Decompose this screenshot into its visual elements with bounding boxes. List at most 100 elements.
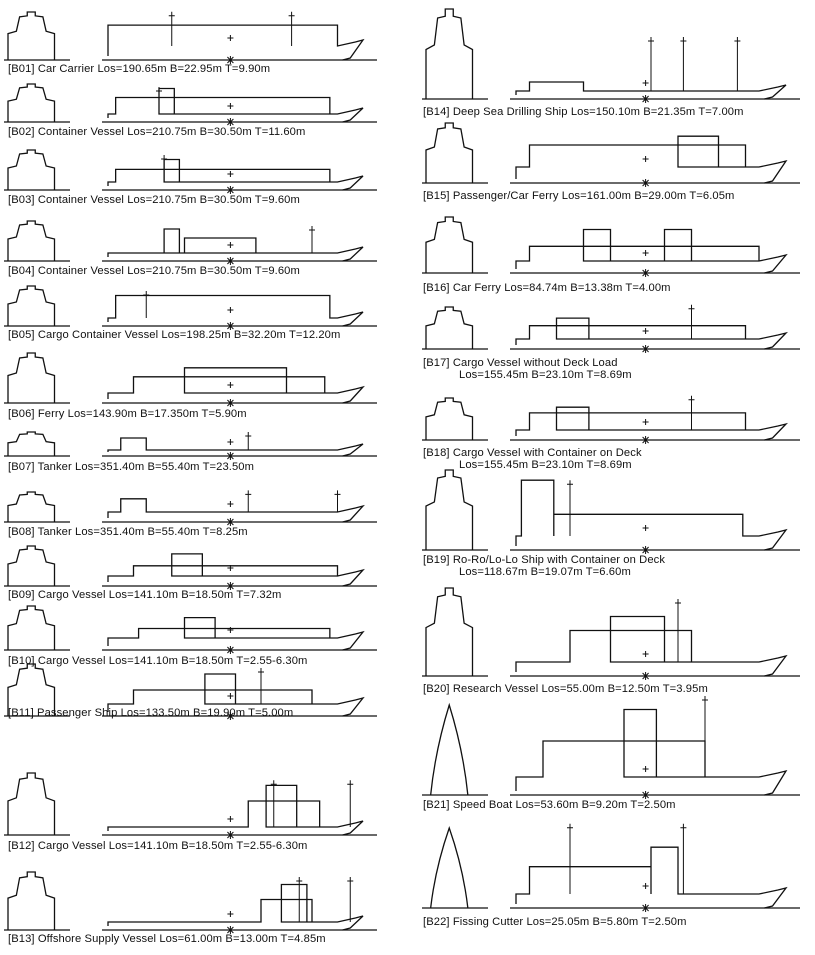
ship-id: [B12]	[8, 840, 35, 852]
mast	[335, 490, 341, 512]
front-view-outline	[426, 470, 473, 550]
side-view-outline	[516, 617, 786, 677]
mast	[680, 824, 686, 894]
ship-caption: [B05] Cargo Container Vessel Los=198.25m…	[8, 329, 340, 341]
ship-dimensions: Los=351.40m B=55.40m T=8.25m	[75, 526, 248, 538]
mast	[309, 226, 315, 253]
ship-id: [B17]	[423, 357, 450, 369]
centre-of-gravity-marker	[643, 525, 649, 531]
ship-dimensions: Los=55.00m B=12.50m T=3.95m	[541, 683, 708, 695]
ship-name: Car Carrier	[34, 63, 98, 75]
front-view-outline	[8, 492, 55, 522]
ship-name: Research Vessel	[449, 683, 542, 695]
waterline-centre-marker	[643, 904, 649, 912]
ship-caption: [B06] Ferry Los=143.90m B=17.350m T=5.90…	[8, 408, 247, 420]
ship-id: [B02]	[8, 126, 35, 138]
ship-dimensions: Los=210.75m B=30.50m T=9.60m	[127, 194, 300, 206]
mast	[156, 87, 162, 114]
ship-caption: [B16] Car Ferry Los=84.74m B=13.38m T=4.…	[423, 282, 671, 294]
front-view-outline	[8, 872, 55, 930]
ship-dimensions: Los=210.75m B=30.50m T=9.60m	[127, 265, 300, 277]
centre-of-gravity-marker	[643, 419, 649, 425]
ship-dimensions: Los=155.45m B=23.10m T=8.69m	[459, 459, 632, 471]
ship-id: [B22]	[423, 916, 450, 928]
waterline-centre-marker	[643, 436, 649, 444]
mast	[169, 12, 175, 46]
centre-of-gravity-marker	[227, 501, 233, 507]
side-view-outline	[108, 885, 363, 931]
side-view-outline	[516, 82, 786, 99]
side-view-outline	[108, 554, 363, 586]
front-view-outline	[8, 286, 55, 326]
ship-id: [B09]	[8, 589, 35, 601]
ship-name: Car Ferry	[449, 282, 505, 294]
mast	[734, 37, 740, 91]
ship-name: Passenger/Car Ferry	[449, 190, 562, 202]
ship-dimensions: Los=190.65m B=22.95m T=9.90m	[97, 63, 271, 75]
ship-id: [B04]	[8, 265, 35, 277]
waterline-centre-marker	[227, 831, 233, 839]
ship-dimensions: Los=84.74m B=13.38m T=4.00m	[504, 282, 671, 294]
side-view-outline	[516, 230, 786, 274]
ship-name: Cargo Container Vessel	[34, 329, 162, 341]
side-view-outline	[108, 499, 363, 522]
ship-caption: [B13] Offshore Supply Vessel Los=61.00m …	[8, 933, 326, 945]
ship-name: Container Vessel	[34, 194, 128, 206]
centre-of-gravity-marker	[643, 651, 649, 657]
mast	[271, 780, 277, 827]
ship-name: Speed Boat	[449, 799, 516, 811]
ship-id: [B16]	[423, 282, 450, 294]
mast	[245, 432, 251, 450]
ship-dimensions: Los=161.00m B=29.00m T=6.05m	[561, 190, 735, 202]
mast	[680, 37, 686, 91]
ship-name: Passenger Ship	[33, 707, 121, 719]
ship-caption: [B19] Ro-Ro/Lo-Lo Ship with Container on…	[423, 554, 665, 578]
ship-caption: [B15] Passenger/Car Ferry Los=161.00m B=…	[423, 190, 734, 202]
ship-caption: [B14] Deep Sea Drilling Ship Los=150.10m…	[423, 106, 744, 118]
ship-caption: [B22] Fissing Cutter Los=25.05m B=5.80m …	[423, 916, 687, 928]
ship-dimensions: Los=141.10m B=18.50m T=2.55-6.30m	[108, 840, 308, 852]
ship-caption: [B09] Cargo Vessel Los=141.10m B=18.50m …	[8, 589, 281, 601]
centre-of-gravity-marker	[227, 816, 233, 822]
mast	[567, 824, 573, 894]
ship-dimensions: Los=155.45m B=23.10m T=8.69m	[459, 369, 632, 381]
ship-id: [B13]	[8, 933, 35, 945]
mast	[648, 37, 654, 91]
ship-caption: [B20] Research Vessel Los=55.00m B=12.50…	[423, 683, 708, 695]
ship-dimensions: Los=118.67m B=19.07m T=6.60m	[459, 566, 631, 578]
side-view-outline	[108, 368, 363, 403]
mast	[347, 877, 353, 922]
centre-of-gravity-marker	[227, 911, 233, 917]
centre-of-gravity-marker	[643, 766, 649, 772]
waterline-centre-marker	[227, 399, 233, 407]
ship-caption: [B03] Container Vessel Los=210.75m B=30.…	[8, 194, 300, 206]
front-view-outline	[426, 307, 473, 349]
waterline-centre-marker	[227, 518, 233, 526]
ship-dimensions: Los=351.40m B=55.40m T=23.50m	[75, 461, 255, 473]
waterline-centre-marker	[643, 95, 649, 103]
centre-of-gravity-marker	[643, 328, 649, 334]
ship-dimensions: Los=141.10m B=18.50m T=2.55-6.30m	[108, 655, 308, 667]
ship-id: [B20]	[423, 683, 450, 695]
ship-id: [B19]	[423, 554, 450, 566]
front-view-outline	[8, 150, 55, 190]
ship-id: [B05]	[8, 329, 35, 341]
side-view-outline	[108, 785, 363, 835]
mast	[143, 291, 149, 318]
ship-id: [B08]	[8, 526, 35, 538]
side-view-outline	[516, 407, 786, 440]
